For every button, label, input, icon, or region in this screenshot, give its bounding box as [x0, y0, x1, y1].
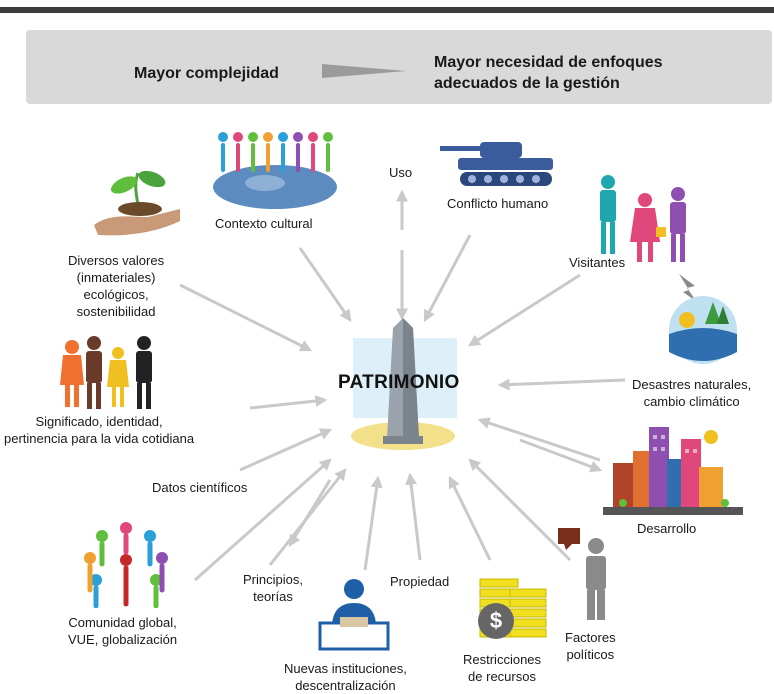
banner-right-text: Mayor necesidad de enfoques adecuados de… [434, 52, 734, 94]
ray-conflicto [423, 234, 472, 323]
ray-datos [239, 428, 333, 472]
banner-left-text: Mayor complejidad [134, 65, 279, 82]
svg-text:$: $ [490, 608, 502, 633]
center-title: PATRIMONIO [338, 372, 460, 393]
politician-icon [558, 528, 606, 620]
label-principios-line2: teorías [253, 589, 293, 604]
label-uso: Uso [389, 165, 413, 180]
globe-people-icon [213, 132, 337, 209]
label-diversos-line3: ecológicos, [83, 287, 149, 302]
complexity-banner: Mayor complejidad Mayor necesidad de enf… [26, 30, 772, 104]
ray-visitantes [467, 273, 581, 347]
ray-nuevas [363, 475, 383, 571]
label-significado: Significado, identidad, pertinencia para… [4, 413, 194, 447]
label-factores-line1: Factores [565, 630, 616, 645]
tank-icon [440, 142, 553, 186]
banner-arrow-icon [322, 64, 406, 78]
label-comunidad-line1: Comunidad global, [68, 615, 177, 630]
ray-factores [468, 458, 572, 562]
official-desk-icon [318, 579, 390, 651]
ray-significado [249, 395, 328, 410]
ray-diversos [179, 283, 313, 352]
label-contexto-cultural: Contexto cultural [215, 216, 313, 231]
label-diversos-line2: (inmateriales) [76, 270, 156, 285]
label-nuevas-line2: descentralización [295, 678, 396, 693]
top-rule [0, 7, 774, 13]
ray-contexto [298, 247, 352, 322]
label-desarrollo: Desarrollo [637, 521, 697, 536]
coins-dollar-icon: $ [478, 578, 547, 639]
community-circle-icon [84, 522, 168, 608]
city-icon [603, 427, 743, 515]
label-restricciones-line1: Restricciones [463, 652, 542, 667]
ray-desastres [497, 378, 626, 391]
label-desastres-line2: cambio climático [643, 394, 740, 409]
label-diversos-valores: Diversos valores (inmateriales) ecológic… [68, 252, 164, 320]
label-desastres: Desastres naturales, cambio climático [632, 376, 751, 410]
ray-desarrollo-out [519, 438, 603, 473]
landscape-disaster-icon [669, 274, 737, 364]
hand-plant-icon [94, 170, 180, 236]
label-comunidad: Comunidad global, VUE, globalización [68, 614, 177, 648]
ray-desarrollo [477, 417, 601, 462]
label-visitantes: Visitantes [569, 255, 626, 270]
visitors-icon [600, 175, 686, 262]
ray-comunidad [194, 458, 332, 582]
label-restricciones-line2: de recursos [468, 669, 536, 684]
label-significado-line2: pertinencia para la vida cotidiana [4, 431, 195, 446]
ray-principios-out [288, 479, 332, 548]
label-restricciones: Restricciones de recursos [463, 651, 541, 685]
banner-right-line2: adecuados de la gestión [434, 75, 620, 92]
label-conflicto-humano: Conflicto humano [447, 196, 549, 211]
label-diversos-line1: Diversos valores [68, 253, 165, 268]
label-desastres-line1: Desastres naturales, [632, 377, 752, 392]
label-datos-cientificos: Datos científicos [152, 480, 248, 495]
label-nuevas-line1: Nuevas instituciones, [284, 661, 407, 676]
label-factores-politicos: Factores políticos [565, 629, 616, 663]
label-significado-line1: Significado, identidad, [35, 414, 163, 429]
label-comunidad-line2: VUE, globalización [68, 632, 178, 647]
ray-restricciones [448, 475, 492, 561]
banner-right-line1: Mayor necesidad de enfoques [434, 54, 663, 71]
label-nuevas-instituciones: Nuevas instituciones, descentralización [284, 660, 407, 694]
obelisk-icon [351, 318, 457, 450]
label-principios-line1: Principios, [243, 572, 303, 587]
ray-propiedad [405, 472, 422, 561]
label-diversos-line4: sostenibilidad [76, 304, 156, 319]
label-principios: Principios, teorías [243, 571, 303, 605]
label-propiedad: Propiedad [390, 574, 450, 589]
label-factores-line2: políticos [566, 647, 615, 662]
family-icon [60, 336, 152, 409]
